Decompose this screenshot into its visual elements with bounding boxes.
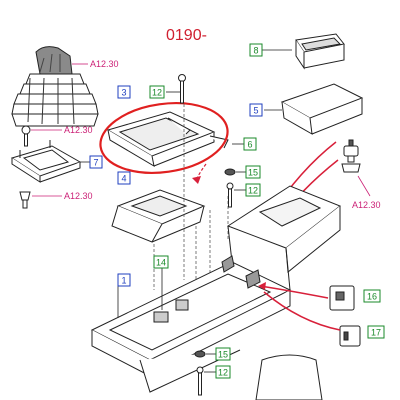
callout-8[interactable]: 8 <box>249 43 263 57</box>
screw-icon <box>178 74 186 104</box>
svg-text:8: 8 <box>253 46 258 56</box>
screw-icon <box>226 182 234 208</box>
reference-a1[interactable]: A12.30 <box>90 59 119 69</box>
blanking-cap-icon <box>339 325 361 347</box>
page-code: 0190- <box>166 27 207 44</box>
callout-12a[interactable]: 12 <box>149 85 165 99</box>
callout-12b[interactable]: 12 <box>245 183 261 197</box>
callout-7[interactable]: 7 <box>89 155 103 169</box>
svg-text:17: 17 <box>371 328 381 338</box>
screw-icon <box>19 191 31 209</box>
callout-5[interactable]: 5 <box>249 103 263 117</box>
callout-12c[interactable]: 12 <box>215 365 231 379</box>
highlight-ring <box>99 102 229 174</box>
armrest-lid <box>280 83 364 135</box>
svg-text:12: 12 <box>218 368 228 378</box>
storage-tray <box>295 33 345 70</box>
reference-a3[interactable]: A12.30 <box>64 191 93 201</box>
svg-text:4: 4 <box>121 174 126 184</box>
svg-text:6: 6 <box>247 140 252 150</box>
reference-a2[interactable]: A12.30 <box>64 125 93 135</box>
svg-text:12: 12 <box>152 88 162 98</box>
screw-icon <box>224 168 236 176</box>
switch-icon <box>329 285 355 311</box>
callout-15b[interactable]: 15 <box>215 347 231 361</box>
svg-text:5: 5 <box>253 106 258 116</box>
screw-icon <box>196 366 204 396</box>
svg-text:14: 14 <box>156 258 166 268</box>
centre-console <box>90 185 341 400</box>
callout-17[interactable]: 17 <box>367 325 385 339</box>
reference-a4[interactable]: A12.30 <box>352 200 381 210</box>
svg-text:16: 16 <box>367 292 377 302</box>
clip-icon <box>341 139 361 173</box>
callout-15a[interactable]: 15 <box>245 165 261 179</box>
svg-text:7: 7 <box>93 158 98 168</box>
screw-icon <box>21 125 31 147</box>
svg-text:1: 1 <box>121 276 126 286</box>
callout-14[interactable]: 14 <box>153 255 169 269</box>
callout-6[interactable]: 6 <box>243 137 257 151</box>
callout-4[interactable]: 4 <box>117 171 131 185</box>
svg-text:15: 15 <box>218 350 228 360</box>
svg-text:12: 12 <box>248 186 258 196</box>
callout-1[interactable]: 1 <box>117 273 131 287</box>
shifter-mount <box>111 189 206 243</box>
callout-16[interactable]: 16 <box>363 289 381 303</box>
callout-3[interactable]: 3 <box>117 85 131 99</box>
screw-icon <box>194 350 206 358</box>
svg-text:3: 3 <box>121 88 126 98</box>
svg-text:15: 15 <box>248 168 258 178</box>
retaining-frame <box>10 140 82 183</box>
gear-knob-boot-icon <box>11 46 99 127</box>
